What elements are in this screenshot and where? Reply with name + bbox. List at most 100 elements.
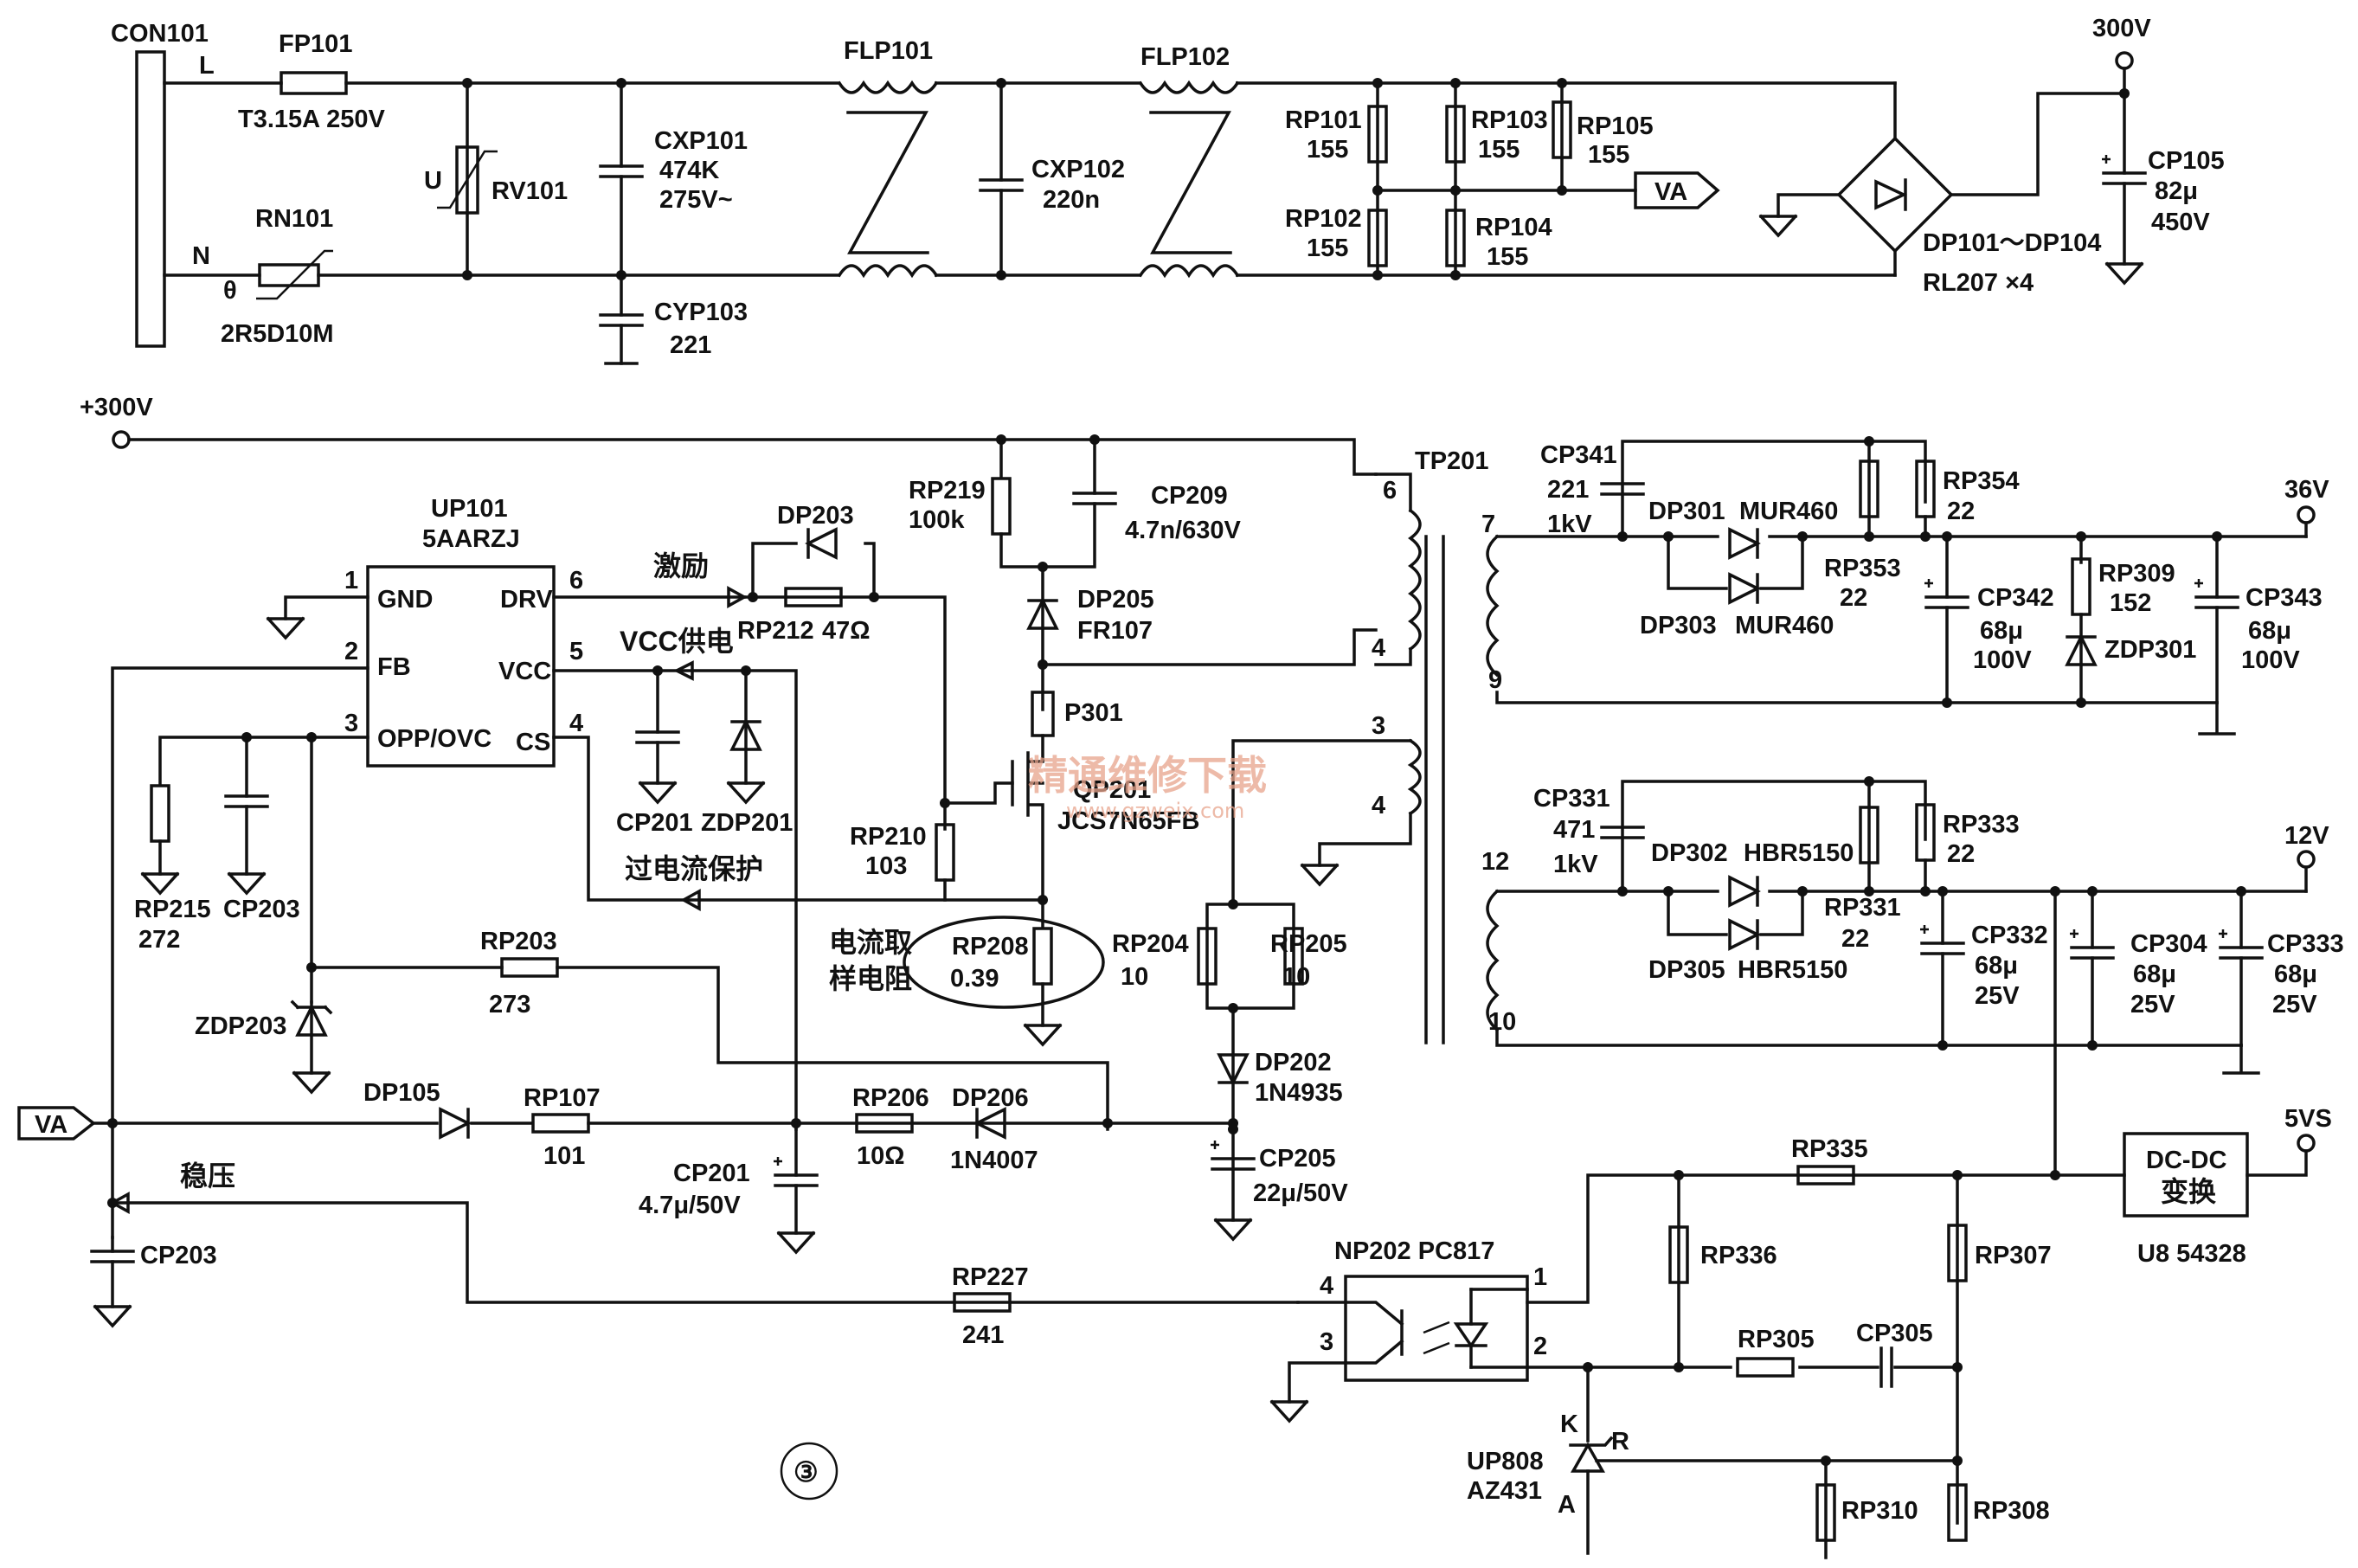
label-rp310: RP310 — [1841, 1497, 1918, 1525]
label-cp205: CP205 — [1259, 1145, 1336, 1173]
label-line: L — [199, 52, 215, 80]
label-cxp101-v1: 474K — [659, 157, 719, 184]
label-rv-symbol: U — [424, 167, 442, 195]
label-dp305-v: HBR5150 — [1738, 956, 1847, 984]
label-dp302: DP302 — [1651, 839, 1728, 867]
label-cp304: CP304 — [2130, 930, 2207, 958]
label-cxp101-v2: 275V~ — [659, 186, 733, 214]
label-rp227: RP227 — [952, 1263, 1029, 1291]
label-cp332-v2: 25V — [1975, 982, 2020, 1010]
label-cp203b: CP203 — [140, 1242, 217, 1269]
label-up101-type: 5AARZJ — [422, 525, 520, 553]
label-cp201: CP201 — [616, 809, 693, 837]
label-rp331: RP331 — [1824, 894, 1901, 922]
label-rp219: RP219 — [909, 477, 986, 504]
label-zdp203: ZDP203 — [195, 1012, 286, 1040]
label-rp309-v: 152 — [2110, 589, 2151, 617]
label-dp206-v: 1N4007 — [950, 1147, 1038, 1174]
label-reg: 稳压 — [180, 1160, 235, 1192]
pin-num-6: 6 — [569, 567, 583, 594]
label-drive: 激励 — [653, 550, 709, 582]
label-cp105: CP105 — [2148, 147, 2225, 175]
tp-pin-6: 6 — [1383, 477, 1397, 504]
label-rp353-v: 22 — [1840, 584, 1867, 612]
label-cp331-v2: 1kV — [1553, 851, 1598, 878]
label-36v: 36V — [2284, 476, 2329, 504]
label-u8: U8 54328 — [2137, 1240, 2246, 1268]
input-section: CON101 L N FP101 T3.15A 250V RN101 θ 2R5… — [111, 15, 2225, 365]
label-plus300v: +300V — [80, 394, 153, 421]
label-rp331-v: 22 — [1841, 925, 1869, 953]
label-cxp102: CXP102 — [1031, 156, 1125, 183]
label-rp206-v: 10Ω — [857, 1142, 905, 1170]
choke-flp101 — [837, 69, 939, 294]
label-dp305: DP305 — [1648, 956, 1725, 984]
label-tp201: TP201 — [1415, 447, 1488, 475]
label-cxp102-v: 220n — [1043, 186, 1100, 214]
tp-pin-9: 9 — [1488, 666, 1502, 694]
tp-pin-3: 3 — [1372, 712, 1385, 740]
pin-vcc: VCC — [498, 658, 551, 685]
opto-np202 — [1344, 1275, 1529, 1382]
label-con101: CON101 — [111, 20, 209, 48]
pin-fb: FB — [377, 653, 411, 681]
label-12v: 12V — [2284, 822, 2329, 850]
label-cp105-v2: 450V — [2151, 209, 2210, 236]
label-az431: AZ431 — [1467, 1477, 1542, 1505]
label-cp105-v1: 82μ — [2155, 177, 2198, 205]
bridge-rectifier — [1759, 81, 2126, 277]
label-rp107: RP107 — [524, 1084, 601, 1112]
tp-pin-4b: 4 — [1372, 792, 1385, 819]
label-cp304-v1: 68μ — [2133, 961, 2176, 988]
label-dp205: DP205 — [1077, 586, 1154, 614]
label-qp201-v: JCS7N65FB — [1057, 807, 1199, 835]
label-va-left: VA — [35, 1111, 67, 1139]
label-300v: 300V — [2092, 15, 2151, 42]
varistor-rv101 — [455, 145, 479, 215]
label-dp301: DP301 — [1648, 498, 1725, 525]
label-opto: NP202 PC817 — [1334, 1237, 1494, 1265]
label-rp102-v: 155 — [1307, 235, 1348, 262]
label-rp210: RP210 — [850, 823, 927, 851]
label-cp342: CP342 — [1977, 584, 2054, 612]
label-rp103-v: 155 — [1478, 136, 1520, 164]
va-flag-left — [17, 1106, 96, 1141]
label-rp215-v: 272 — [138, 926, 180, 954]
label-dp303: DP303 — [1640, 612, 1717, 639]
label-rp333-v: 22 — [1947, 840, 1975, 868]
label-p301: P301 — [1064, 699, 1123, 727]
transformer-tp201: TP201 6 4 3 4 7 9 12 10 — [1372, 447, 1516, 1044]
label-rp206: RP206 — [852, 1084, 929, 1112]
label-dp202: DP202 — [1255, 1049, 1332, 1076]
label-rp101-v: 155 — [1307, 136, 1348, 164]
label-rp203-v: 273 — [489, 991, 530, 1019]
label-rp104-v: 155 — [1487, 243, 1528, 271]
label-vcc-supply: VCC供电 — [620, 626, 734, 657]
label-rp107-v: 101 — [543, 1142, 585, 1170]
highlight-rp208 — [903, 916, 1105, 1009]
label-rp308: RP308 — [1973, 1497, 2050, 1525]
label-bridge: DP101～DP104 — [1923, 229, 2101, 257]
label-rp354-v: 22 — [1947, 498, 1975, 525]
label-rp205-v: 10 — [1282, 963, 1310, 991]
label-r: R — [1611, 1428, 1629, 1456]
tp-pin-10: 10 — [1488, 1008, 1516, 1036]
label-figure-marker: ③ — [793, 1456, 819, 1488]
label-rp208-v: 0.39 — [950, 965, 999, 993]
label-cs-note2: 样电阻 — [829, 963, 912, 994]
feedback-section: DC-DC 变换 5VS U8 54328 RP335 RP336 RP307 … — [1270, 890, 2332, 1559]
label-rp336: RP336 — [1700, 1242, 1777, 1269]
label-cp331-v1: 471 — [1553, 816, 1595, 844]
label-cp332: CP332 — [1971, 922, 2048, 949]
tp-pin-12: 12 — [1481, 848, 1509, 876]
pin-num-1: 1 — [344, 567, 358, 594]
pin-num-4: 4 — [569, 710, 583, 737]
label-rp105-v: 155 — [1588, 141, 1629, 169]
fuse-fp101 — [279, 71, 348, 95]
label-cp341: CP341 — [1540, 441, 1617, 469]
label-dp202-v: 1N4935 — [1255, 1079, 1343, 1107]
pin-num-3: 3 — [344, 710, 358, 737]
label-cyp103: CYP103 — [654, 299, 748, 326]
watermark: 精通维修下载 www.gzweix.com — [1028, 752, 1267, 823]
